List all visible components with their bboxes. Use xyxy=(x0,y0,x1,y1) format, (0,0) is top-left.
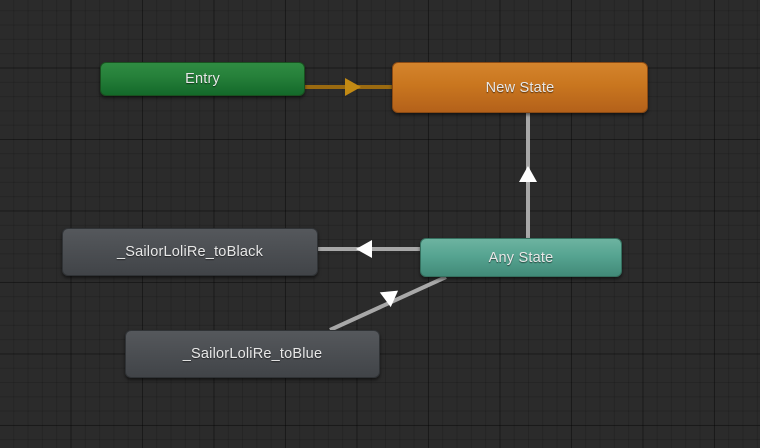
state-node-entry[interactable]: Entry xyxy=(100,62,305,96)
state-node-any-state[interactable]: Any State xyxy=(420,238,622,277)
transition-any-state-to-new-state[interactable] xyxy=(519,113,537,238)
transition-line xyxy=(329,275,447,332)
transition-entry-to-new-state[interactable] xyxy=(305,78,392,96)
transition-arrow-icon xyxy=(345,78,361,96)
state-node-label: _SailorLoliRe_toBlue xyxy=(182,346,323,362)
transition-arrow-icon xyxy=(379,290,399,308)
state-node-label: Any State xyxy=(488,249,554,266)
state-node-sailor-lolire-toblack[interactable]: _SailorLoliRe_toBlack xyxy=(62,228,318,276)
state-node-label: _SailorLoliRe_toBlack xyxy=(116,244,264,260)
state-node-sailor-lolire-toblue[interactable]: _SailorLoliRe_toBlue xyxy=(125,330,380,378)
state-node-new-state[interactable]: New State xyxy=(392,62,648,113)
state-node-label: Entry xyxy=(185,71,220,87)
state-node-label: New State xyxy=(485,79,555,96)
transition-any-state-to-toblue[interactable] xyxy=(329,275,447,332)
transition-any-state-to-toblack[interactable] xyxy=(318,240,420,258)
transition-arrow-icon xyxy=(519,166,537,182)
transition-arrow-icon xyxy=(356,240,372,258)
